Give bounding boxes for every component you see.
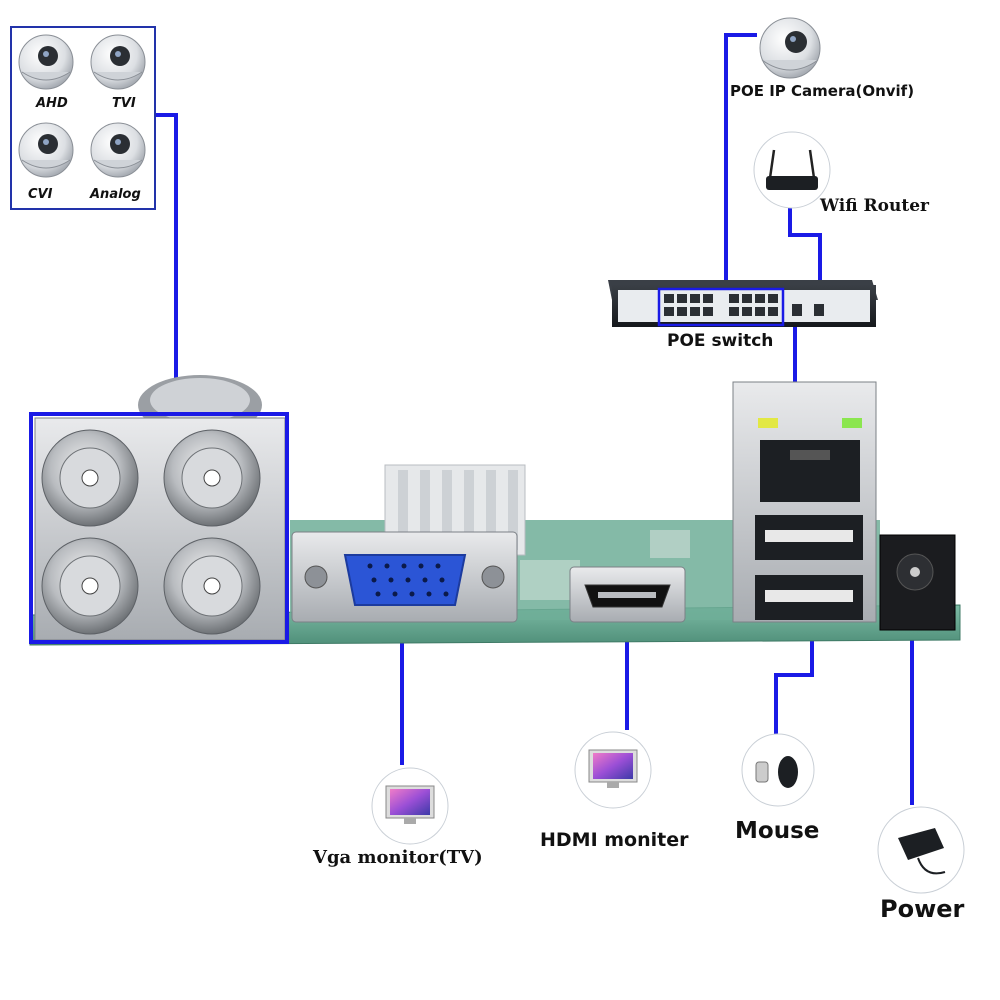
- vga-port: [291, 531, 518, 623]
- label-mouse: Mouse: [735, 818, 820, 844]
- label-ahd: AHD: [36, 96, 68, 111]
- monitor-icon-vga: [371, 767, 449, 845]
- label-cvi: CVI: [28, 187, 53, 202]
- label-vga-monitor: Vga monitor(TV): [313, 847, 483, 868]
- power-adapter-icon: [877, 806, 965, 894]
- monitor-icon-hdmi: [574, 731, 652, 809]
- label-power: Power: [880, 895, 965, 923]
- label-tvi: TVI: [112, 96, 136, 111]
- bnc-port-4: [163, 537, 261, 635]
- mouse-icon: [741, 733, 815, 807]
- dome-camera-icon-tvi: [90, 34, 146, 90]
- bnc-connector-block: [29, 412, 289, 644]
- label-wifi-router: Wifi Router: [820, 196, 929, 216]
- dome-camera-icon-analog: [90, 122, 146, 178]
- bnc-port-1: [41, 429, 139, 527]
- router-icon: [753, 131, 831, 209]
- label-poe-switch: POE switch: [667, 331, 774, 351]
- dome-camera-icon-poe: [759, 17, 821, 79]
- hdmi-port: [569, 566, 686, 623]
- lan-usb-stack: [732, 381, 877, 623]
- label-poe-camera: POE IP Camera(Onvif): [730, 82, 915, 100]
- label-analog: Analog: [90, 187, 141, 202]
- label-hdmi-monitor: HDMI moniter: [540, 829, 689, 851]
- dome-camera-icon-cvi: [18, 122, 74, 178]
- bnc-port-2: [163, 429, 261, 527]
- bnc-port-3: [41, 537, 139, 635]
- dome-camera-icon-ahd: [18, 34, 74, 90]
- poe-switch-icon: [608, 280, 878, 327]
- dc-power-jack: [879, 534, 956, 631]
